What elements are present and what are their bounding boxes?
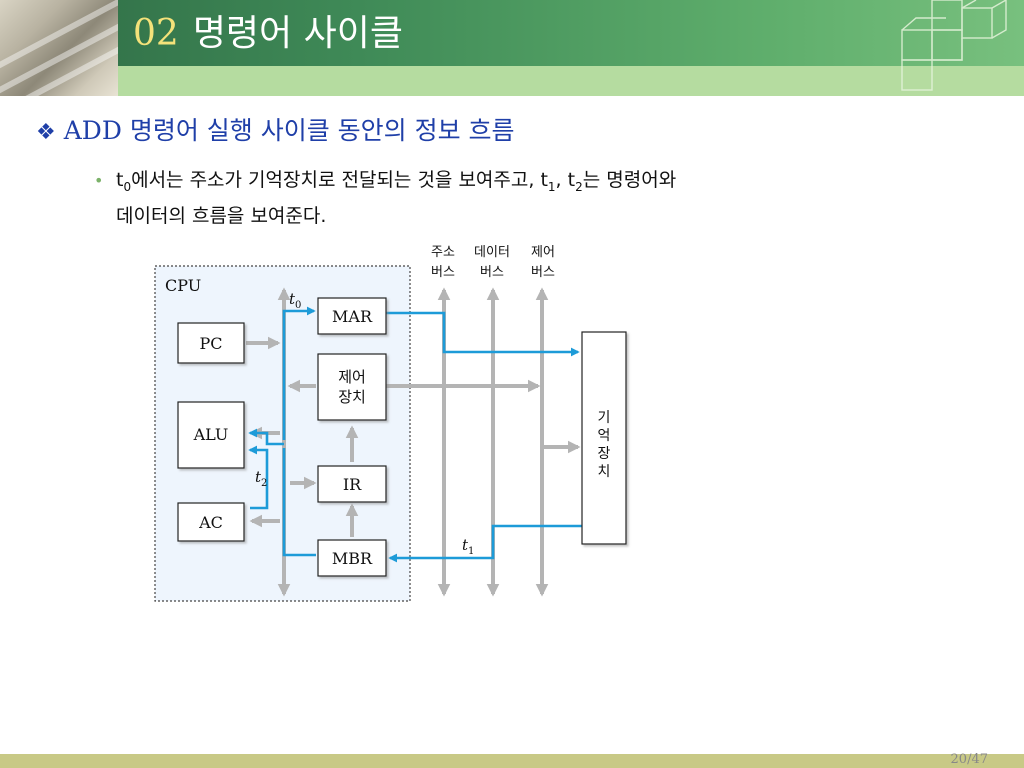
desc-t1: t	[540, 169, 548, 191]
t0-subscript: 0	[295, 300, 301, 311]
cpu-label: CPU	[165, 276, 201, 295]
memory-char-2: 억	[598, 428, 611, 444]
header-band	[118, 66, 1024, 96]
time-label-t1: t 1	[462, 536, 474, 557]
slide-header	[0, 0, 1024, 66]
flow-bus-to-alu	[248, 428, 284, 446]
desc-comma: ,	[555, 169, 568, 191]
section-heading: ❖ ADD 명령어 실행 사이클 동안의 정보 흐름	[36, 110, 515, 152]
control-bus-label-1: 제어	[531, 245, 555, 260]
block-mbr-label: MBR	[332, 549, 373, 568]
block-alu: ALU	[177, 401, 245, 469]
control-bus-label-2: 버스	[531, 265, 555, 280]
desc-t0: t	[116, 169, 124, 191]
block-ac-label: AC	[198, 513, 223, 532]
time-label-t0: t 0	[289, 290, 301, 311]
block-ir: IR	[317, 465, 387, 503]
block-mar-label: MAR	[332, 307, 373, 326]
flow-mbr-to-bus	[282, 448, 316, 557]
block-pc-label: PC	[199, 334, 222, 353]
slide-title-text: 명령어 사이클	[192, 13, 403, 54]
description-text: t0에서는 주소가 기억장치로 전달되는 것을 보여주고, t1, t2는 명령…	[116, 166, 928, 231]
flow-t2-ac-to-alu	[248, 445, 269, 510]
slide-number: 02	[133, 13, 179, 54]
flow-memory-to-mbr	[388, 524, 582, 563]
description: • t0에서는 주소가 기억장치로 전달되는 것을 보여주고, t1, t2는 …	[94, 166, 928, 231]
desc-line2: 데이터의 흐름을 보여준다.	[116, 204, 327, 227]
block-mbr: MBR	[317, 539, 387, 577]
desc-t0-sub: 0	[123, 179, 132, 194]
slide-footer	[0, 754, 1024, 768]
block-control-label-1: 제어	[338, 368, 366, 386]
flow-mar-to-memory	[386, 311, 580, 357]
memory-char-3: 장	[598, 446, 611, 462]
desc-t2: t	[567, 169, 576, 191]
t2-subscript: 2	[261, 478, 267, 489]
address-bus-label-1: 주소	[431, 245, 455, 260]
slide-title: 02 명령어 사이클	[133, 6, 403, 62]
desc-part2: 는 명령어와	[582, 169, 677, 191]
t0-letter: t	[289, 290, 296, 308]
flow-t0-to-mar	[282, 306, 316, 440]
desc-t2-sub: 2	[575, 179, 583, 194]
block-ac: AC	[177, 502, 245, 542]
block-control-unit: 제어 장치	[317, 353, 387, 421]
block-mar: MAR	[317, 297, 387, 335]
address-bus-label-2: 버스	[431, 265, 455, 280]
desc-t1-sub: 1	[547, 179, 556, 194]
page-number: 20/47	[950, 752, 988, 767]
memory-char-1: 기	[598, 410, 611, 426]
time-label-t2: t 2	[255, 468, 267, 489]
memory-char-4: 치	[598, 464, 611, 480]
t1-subscript: 1	[468, 546, 474, 557]
block-pc: PC	[177, 322, 245, 364]
data-bus-label-1: 데이터	[474, 245, 510, 260]
t1-letter: t	[462, 536, 469, 554]
data-bus-label-2: 버스	[480, 265, 504, 280]
cube-decoration-icon	[901, 0, 1007, 91]
bullet-dot-icon: •	[94, 171, 104, 190]
block-alu-label: ALU	[193, 425, 229, 444]
block-control-label-2: 장치	[338, 388, 366, 406]
blue-flow-paths	[248, 306, 582, 563]
header-photo	[0, 0, 118, 96]
t2-letter: t	[255, 468, 262, 486]
block-ir-label: IR	[343, 475, 362, 494]
desc-part1: 에서는 주소가 기억장치로 전달되는 것을 보여주고,	[131, 169, 541, 191]
section-heading-text: ADD 명령어 실행 사이클 동안의 정보 흐름	[63, 116, 515, 145]
block-memory: 기 억 장 치	[581, 331, 627, 545]
diamond-bullet-icon: ❖	[36, 120, 56, 145]
